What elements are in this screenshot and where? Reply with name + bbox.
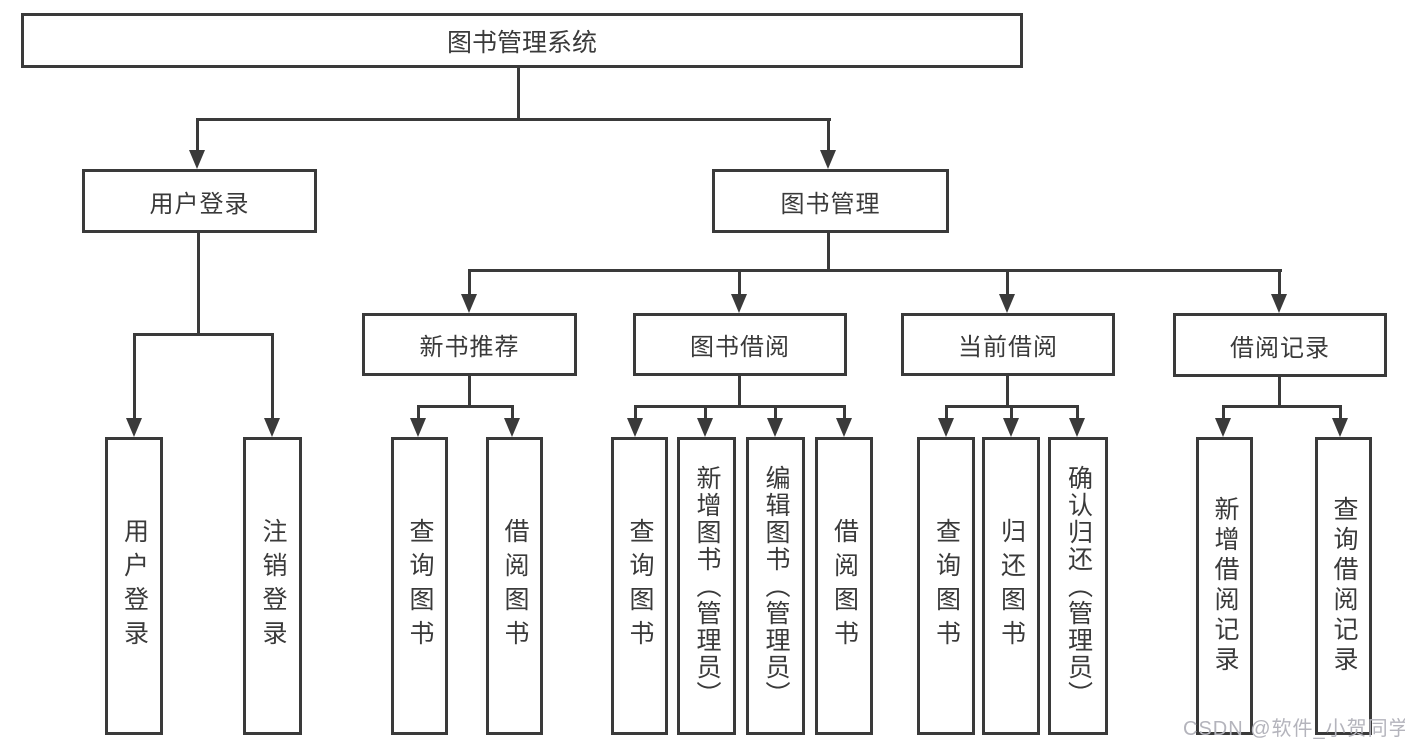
connector-line xyxy=(738,376,741,408)
leaf-query-books-recommend: 查询图书 xyxy=(391,437,448,735)
arrow-down-icon xyxy=(697,418,713,437)
leaf-label: 查询图书 xyxy=(626,518,654,654)
connector-line xyxy=(1006,271,1009,296)
arrow-down-icon xyxy=(410,418,426,437)
arrow-down-icon xyxy=(264,418,280,437)
arrow-down-icon xyxy=(731,294,747,313)
leaf-borrow-books-recommend: 借阅图书 xyxy=(486,437,543,735)
leaf-user-login: 用户登录 xyxy=(105,437,163,735)
connector-line xyxy=(417,405,514,408)
connector-line xyxy=(196,120,199,154)
leaf-label: 查询借阅记录 xyxy=(1330,496,1358,676)
connector-line xyxy=(774,407,777,421)
arrow-down-icon xyxy=(1003,418,1019,437)
csdn-watermark: CSDN @软件_小贺同学 xyxy=(1183,718,1405,740)
leaf-label: 用户登录 xyxy=(120,518,149,654)
leaf-query-borrow-record: 查询借阅记录 xyxy=(1315,437,1372,735)
connector-line xyxy=(197,233,200,336)
leaf-label: 归还图书 xyxy=(997,518,1026,654)
node-label: 用户登录 xyxy=(149,190,250,218)
node-new-book-recommendation: 新书推荐 xyxy=(362,313,577,376)
leaf-label: 借阅图书 xyxy=(501,518,529,654)
node-label: 借阅记录 xyxy=(1230,334,1330,362)
connector-line xyxy=(704,407,707,421)
leaf-label: 编辑图书（管理员） xyxy=(762,464,790,708)
arrow-down-icon xyxy=(938,418,954,437)
connector-line xyxy=(1339,407,1342,421)
connector-line xyxy=(634,407,637,421)
connector-line xyxy=(1222,407,1225,421)
arrow-down-icon xyxy=(461,294,477,313)
connector-line xyxy=(634,405,846,408)
arrow-down-icon xyxy=(1215,418,1231,437)
arrow-down-icon xyxy=(1332,418,1348,437)
node-library-management-system: 图书管理系统 xyxy=(21,13,1023,68)
connector-line xyxy=(1006,376,1009,408)
leaf-label: 借阅图书 xyxy=(830,518,859,654)
node-label: 图书管理 xyxy=(780,190,881,218)
arrow-down-icon xyxy=(126,418,142,437)
connector-line xyxy=(133,335,136,420)
arrow-down-icon xyxy=(836,418,852,437)
connector-line xyxy=(738,271,741,296)
connector-line xyxy=(945,405,1079,408)
leaf-label: 查询图书 xyxy=(406,518,434,654)
connector-line xyxy=(417,407,420,421)
leaf-borrow-books: 借阅图书 xyxy=(815,437,873,735)
arrow-down-icon xyxy=(767,418,783,437)
arrow-down-icon xyxy=(627,418,643,437)
arrow-down-icon xyxy=(999,294,1015,313)
node-label: 新书推荐 xyxy=(419,334,520,361)
connector-line xyxy=(1222,405,1342,408)
connector-line xyxy=(196,118,831,121)
connector-line xyxy=(511,407,514,421)
leaf-label: 注销登录 xyxy=(259,518,287,654)
connector-line xyxy=(1076,407,1079,421)
arrow-down-icon xyxy=(820,150,836,169)
node-book-management: 图书管理 xyxy=(712,169,949,233)
connector-line xyxy=(1010,407,1013,421)
leaf-return-books: 归还图书 xyxy=(982,437,1040,735)
node-current-borrowing: 当前借阅 xyxy=(901,313,1115,376)
leaf-query-books-current: 查询图书 xyxy=(917,437,975,735)
connector-line xyxy=(468,376,471,408)
arrow-down-icon xyxy=(504,418,520,437)
leaf-query-books-borrowing: 查询图书 xyxy=(611,437,668,735)
leaf-label: 新增借阅记录 xyxy=(1211,496,1239,676)
leaf-label: 确认归还（管理员） xyxy=(1064,464,1093,708)
leaf-logout: 注销登录 xyxy=(243,437,302,735)
leaf-add-borrow-record: 新增借阅记录 xyxy=(1196,437,1253,735)
leaf-label: 查询图书 xyxy=(932,518,961,654)
connector-line xyxy=(843,407,846,421)
leaf-add-books-admin: 新增图书（管理员） xyxy=(677,437,736,735)
node-user-login: 用户登录 xyxy=(82,169,317,233)
leaf-edit-books-admin: 编辑图书（管理员） xyxy=(746,437,805,735)
node-label: 图书借阅 xyxy=(690,334,790,361)
connector-line xyxy=(468,269,1282,272)
connector-line xyxy=(827,120,830,154)
node-book-borrowing: 图书借阅 xyxy=(633,313,847,376)
node-label: 图书管理系统 xyxy=(446,28,597,57)
connector-line xyxy=(945,407,948,421)
connector-line xyxy=(1278,271,1281,296)
node-label: 当前借阅 xyxy=(958,334,1058,361)
leaf-confirm-return-admin: 确认归还（管理员） xyxy=(1048,437,1108,735)
arrow-down-icon xyxy=(189,150,205,169)
connector-line xyxy=(133,333,274,336)
connector-line xyxy=(271,335,274,420)
connector-line xyxy=(1278,377,1281,408)
connector-line xyxy=(468,271,471,296)
arrow-down-icon xyxy=(1271,294,1287,313)
leaf-label: 新增图书（管理员） xyxy=(693,464,721,708)
connector-line xyxy=(517,68,520,121)
connector-line xyxy=(827,233,830,272)
node-borrowing-records: 借阅记录 xyxy=(1173,313,1387,377)
arrow-down-icon xyxy=(1069,418,1085,437)
